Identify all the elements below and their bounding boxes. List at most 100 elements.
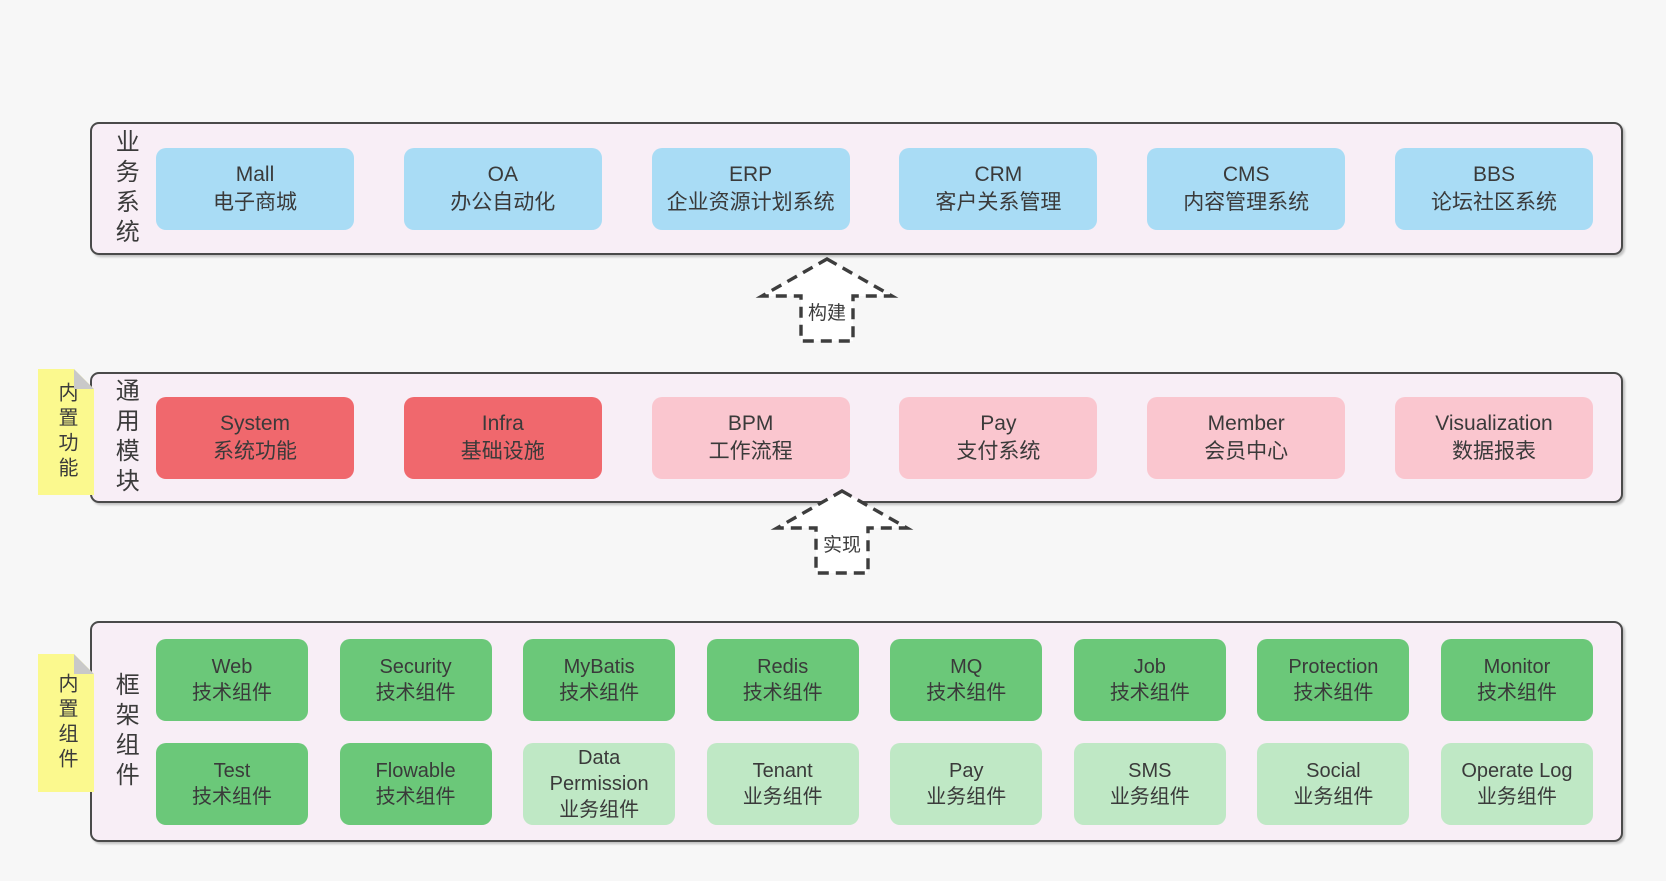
module-name: System [219, 411, 290, 435]
module-description: 支付系统 [956, 439, 1041, 463]
operate-log-module-box: Operate Log 业务组件 [1440, 742, 1593, 825]
bpm-module-box: BPM 工作流程 [651, 396, 850, 479]
module-name: Visualization [1435, 411, 1553, 435]
module-description: 数据报表 [1451, 439, 1536, 463]
bbs-module-box: BBS 论坛社区系统 [1394, 147, 1593, 230]
module-description: 技术组件 [559, 681, 640, 704]
mybatis-module-box: MyBatis 技术组件 [523, 638, 676, 721]
module-description: 内容管理系统 [1183, 190, 1310, 214]
module-name: Pay [949, 759, 984, 782]
module-description: 技术组件 [926, 681, 1007, 704]
module-name: OA [487, 162, 518, 186]
module-name: CRM [974, 162, 1023, 186]
module-name: Test [213, 759, 251, 782]
module-description: 技术组件 [1293, 681, 1374, 704]
module-description: 办公自动化 [450, 190, 556, 214]
module-name: MyBatis [563, 655, 635, 678]
security-module-box: Security 技术组件 [339, 638, 492, 721]
common-modules-panel-title: 通用模块 [111, 377, 139, 498]
tenant-module-box: Tenant 业务组件 [706, 742, 859, 825]
build-arrow-label: 构建 [805, 298, 849, 325]
module-description: 技术组件 [375, 681, 456, 704]
module-description: 技术组件 [742, 681, 823, 704]
mall-module-box: Mall 电子商城 [156, 147, 354, 230]
module-name: Data Permission [549, 746, 649, 795]
panel-side-label-area: 框架组件 [92, 623, 156, 840]
module-description: 电子商城 [213, 190, 297, 214]
module-description: 技术组件 [1109, 681, 1190, 704]
sticky-note-built-in-features: 内置功能 [38, 369, 94, 495]
module-description: 工作流程 [708, 439, 793, 463]
module-description: 业务组件 [1476, 785, 1557, 808]
sticky-note-label: 内置组件 [55, 673, 77, 773]
module-description: 系统功能 [213, 439, 297, 463]
module-name: Operate Log [1461, 759, 1573, 782]
sticky-note-label: 内置功能 [55, 382, 77, 482]
module-description: 基础设施 [460, 439, 545, 463]
implement-arrow: 实现 [770, 488, 914, 576]
module-name: Social [1306, 759, 1361, 782]
module-description: 业务组件 [926, 785, 1007, 808]
module-name: Security [379, 655, 452, 678]
module-name: Mall [235, 162, 275, 186]
module-name: BBS [1472, 162, 1515, 186]
module-name: Member [1207, 411, 1285, 435]
test-module-box: Test 技术组件 [156, 742, 308, 825]
social-module-box: Social 业务组件 [1257, 742, 1410, 825]
flowable-module-box: Flowable 技术组件 [339, 742, 492, 825]
oa-module-box: OA 办公自动化 [403, 147, 602, 230]
sms-module-box: SMS 业务组件 [1073, 742, 1226, 825]
business-systems-panel-title: 业务系统 [111, 128, 139, 249]
module-description: 客户关系管理 [935, 190, 1062, 214]
module-description: 业务组件 [559, 798, 640, 821]
member-module-box: Member 会员中心 [1147, 396, 1346, 479]
module-name: Monitor [1483, 655, 1551, 678]
module-name: BPM [727, 411, 774, 435]
panel-side-label-area: 业务系统 [92, 124, 156, 253]
infra-module-box: Infra 基础设施 [403, 396, 602, 479]
job-module-box: Job 技术组件 [1073, 638, 1226, 721]
mq-module-box: MQ 技术组件 [890, 638, 1043, 721]
module-name: Job [1133, 655, 1166, 678]
visualization-module-box: Visualization 数据报表 [1394, 396, 1593, 479]
module-description: 技术组件 [192, 785, 272, 808]
build-arrow: 构建 [755, 256, 899, 344]
module-name: Web [211, 655, 253, 678]
module-name: SMS [1128, 759, 1172, 782]
module-description: 技术组件 [375, 785, 456, 808]
module-description: 技术组件 [192, 681, 272, 704]
module-name: Tenant [752, 759, 813, 782]
module-description: 技术组件 [1476, 681, 1557, 704]
sticky-note-built-in-components: 内置组件 [38, 654, 94, 792]
pay-module-box: Pay 业务组件 [890, 742, 1043, 825]
module-name: Flowable [375, 759, 456, 782]
data-permission-module-box: Data Permission 业务组件 [523, 742, 676, 825]
module-description: 业务组件 [742, 785, 823, 808]
module-description: 论坛社区系统 [1430, 190, 1557, 214]
crm-module-box: CRM 客户关系管理 [899, 147, 1098, 230]
module-name: ERP [729, 162, 773, 186]
monitor-module-box: Monitor 技术组件 [1440, 638, 1593, 721]
module-name: Redis [757, 655, 809, 678]
module-name: Infra [481, 411, 524, 435]
implement-arrow-label: 实现 [820, 530, 864, 557]
module-description: 业务组件 [1293, 785, 1374, 808]
module-name: Protection [1288, 655, 1379, 678]
module-description: 业务组件 [1109, 785, 1190, 808]
panel-side-label-area: 通用模块 [92, 374, 156, 501]
module-name: CMS [1222, 162, 1270, 186]
module-description: 会员中心 [1204, 439, 1289, 463]
module-name: MQ [950, 655, 983, 678]
